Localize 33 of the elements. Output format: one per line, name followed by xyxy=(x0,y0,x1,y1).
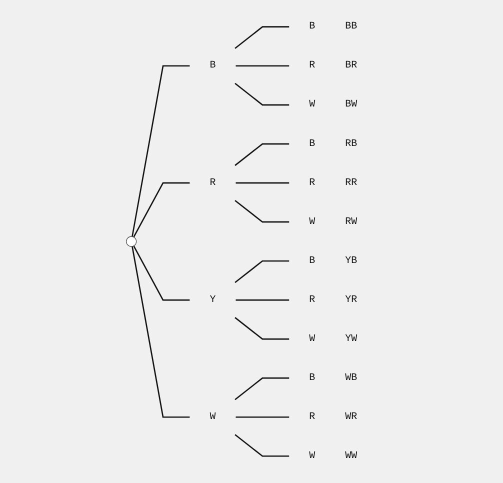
outcome-label: R WR xyxy=(308,410,357,422)
branch-line xyxy=(236,182,289,184)
branch-line xyxy=(234,200,289,223)
branch-line xyxy=(132,182,190,238)
outcome-label: R BR xyxy=(308,60,357,72)
outcome-label: W xyxy=(209,410,216,422)
outcome-label: Y xyxy=(209,294,216,306)
branch-line xyxy=(234,82,289,106)
branch-line xyxy=(236,416,289,418)
outcome-label: W WW xyxy=(308,450,357,462)
branch-line xyxy=(236,299,289,301)
branch-line xyxy=(234,434,289,457)
root-point xyxy=(126,236,136,247)
branch-line xyxy=(236,65,289,67)
outcome-label: B RB xyxy=(308,138,357,150)
outcome-label: B BB xyxy=(308,20,357,32)
branch-line xyxy=(131,246,190,418)
outcome-label: R RR xyxy=(308,176,357,188)
outcome-label: W BW xyxy=(308,98,357,110)
outcome-label: B WB xyxy=(308,372,357,384)
branch-line xyxy=(234,377,289,400)
outcome-label: W YW xyxy=(308,332,357,344)
outcome-label: W RW xyxy=(308,216,357,228)
outcome-label: R xyxy=(209,176,216,188)
branch-line xyxy=(234,143,289,166)
branch-line xyxy=(234,26,289,49)
branch-line xyxy=(131,65,190,237)
branch-line xyxy=(132,246,190,301)
branch-line xyxy=(234,260,289,284)
outcome-label: B xyxy=(209,60,216,72)
branch-line xyxy=(234,317,289,340)
outcome-label: B YB xyxy=(308,254,357,266)
outcome-label: R YR xyxy=(308,294,357,306)
